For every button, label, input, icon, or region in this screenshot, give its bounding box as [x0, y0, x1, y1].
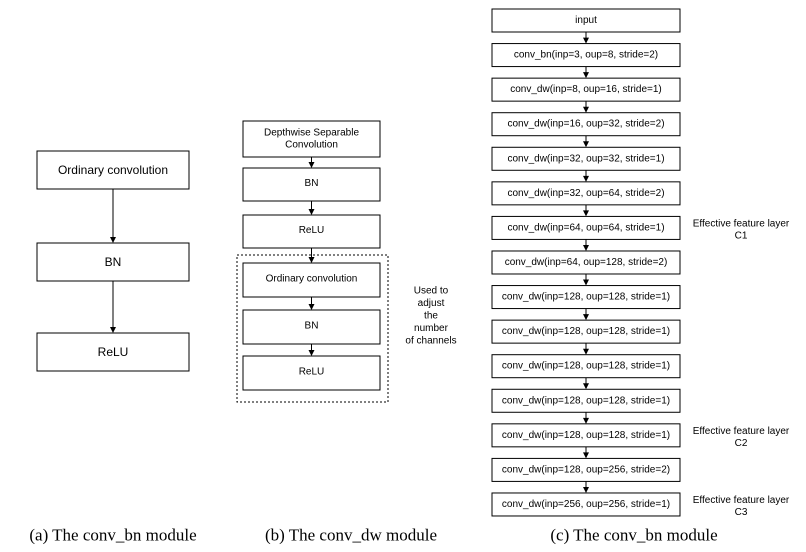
c-node-label-5: conv_dw(inp=32, oup=32, stride=1) — [507, 153, 664, 164]
c-arrow-11-head — [583, 383, 589, 390]
c-arrow-2-head — [583, 72, 589, 79]
b-node-label-1-line-1: Depthwise Separable — [264, 128, 359, 139]
a-caption: (a) The conv_bn module — [29, 526, 196, 545]
b-node-label-5: BN — [305, 321, 319, 332]
a-node-label-2: BN — [105, 255, 122, 269]
b-note-line-5: of channels — [405, 336, 456, 347]
c-node-label-4: conv_dw(inp=16, oup=32, stride=2) — [507, 119, 664, 130]
b-note-line-2: adjust — [418, 298, 445, 309]
b-arrow-4-head — [308, 304, 315, 310]
c-node-label-11: conv_dw(inp=128, oup=128, stride=1) — [502, 361, 670, 372]
c-feature-label-2-line-1: Effective feature layer — [693, 426, 790, 437]
c-feature-label-1-line-2: C1 — [735, 230, 748, 241]
b-node-1 — [242, 120, 381, 158]
b-note-line-3: the — [424, 311, 438, 322]
c-arrow-14-head — [583, 486, 589, 493]
a-node-1 — [36, 150, 190, 190]
c-node-label-3: conv_dw(inp=8, oup=16, stride=1) — [510, 84, 662, 95]
c-node-label-8: conv_dw(inp=64, oup=128, stride=2) — [505, 257, 668, 268]
a-node-2 — [36, 242, 190, 282]
c-feature-label-1-line-1: Effective feature layer — [693, 218, 790, 229]
c-node-label-6: conv_dw(inp=32, oup=64, stride=2) — [507, 188, 664, 199]
b-arrow-2-head — [308, 209, 315, 215]
b-arrow-3-head — [308, 257, 315, 263]
b-node-2 — [242, 167, 381, 202]
c-arrow-13-head — [583, 452, 589, 459]
a-node-label-3: ReLU — [98, 345, 129, 359]
c-arrow-7-head — [583, 244, 589, 251]
c-feature-label-2-line-2: C2 — [735, 438, 748, 449]
b-node-3 — [242, 214, 381, 249]
b-node-label-6: ReLU — [299, 367, 325, 378]
c-node-label-9: conv_dw(inp=128, oup=128, stride=1) — [502, 292, 670, 303]
c-node-label-10: conv_dw(inp=128, oup=128, stride=1) — [502, 326, 670, 337]
c-caption: (c) The conv_bn module — [550, 526, 717, 545]
b-arrow-5-head — [308, 350, 315, 356]
b-dashed-group — [236, 254, 389, 403]
c-arrow-1-head — [583, 37, 589, 44]
c-arrow-3-head — [583, 106, 589, 113]
c-arrow-9-head — [583, 314, 589, 321]
c-arrow-10-head — [583, 348, 589, 355]
c-node-label-7: conv_dw(inp=64, oup=64, stride=1) — [507, 222, 664, 233]
b-node-label-3: ReLU — [299, 225, 325, 236]
c-node-label-14: conv_dw(inp=128, oup=256, stride=2) — [502, 464, 670, 475]
b-note-line-4: number — [414, 323, 449, 334]
b-node-label-4: Ordinary convolution — [266, 274, 358, 285]
b-node-label-1-line-2: Convolution — [285, 140, 338, 151]
b-node-5 — [242, 309, 381, 345]
a-arrow-1-head — [110, 237, 116, 243]
b-arrow-1-head — [308, 162, 315, 168]
c-node-label-15: conv_dw(inp=256, oup=256, stride=1) — [502, 499, 670, 510]
c-node-label-13: conv_dw(inp=128, oup=128, stride=1) — [502, 430, 670, 441]
c-feature-label-3-line-2: C3 — [735, 507, 748, 518]
c-arrow-5-head — [583, 175, 589, 182]
c-arrow-12-head — [583, 417, 589, 424]
c-feature-label-3-line-1: Effective feature layer — [693, 495, 790, 506]
c-arrow-6-head — [583, 210, 589, 217]
c-node-label-1: input — [575, 15, 597, 26]
b-note-line-1: Used to — [414, 286, 449, 297]
a-arrow-2-head — [110, 327, 116, 333]
c-node-label-12: conv_dw(inp=128, oup=128, stride=1) — [502, 395, 670, 406]
c-node-label-2: conv_bn(inp=3, oup=8, stride=2) — [514, 50, 658, 61]
c-arrow-4-head — [583, 141, 589, 148]
a-node-label-1: Ordinary convolution — [58, 163, 168, 177]
b-caption: (b) The conv_dw module — [265, 526, 437, 545]
c-arrow-8-head — [583, 279, 589, 286]
b-node-4 — [242, 262, 381, 298]
b-node-label-2: BN — [305, 178, 319, 189]
